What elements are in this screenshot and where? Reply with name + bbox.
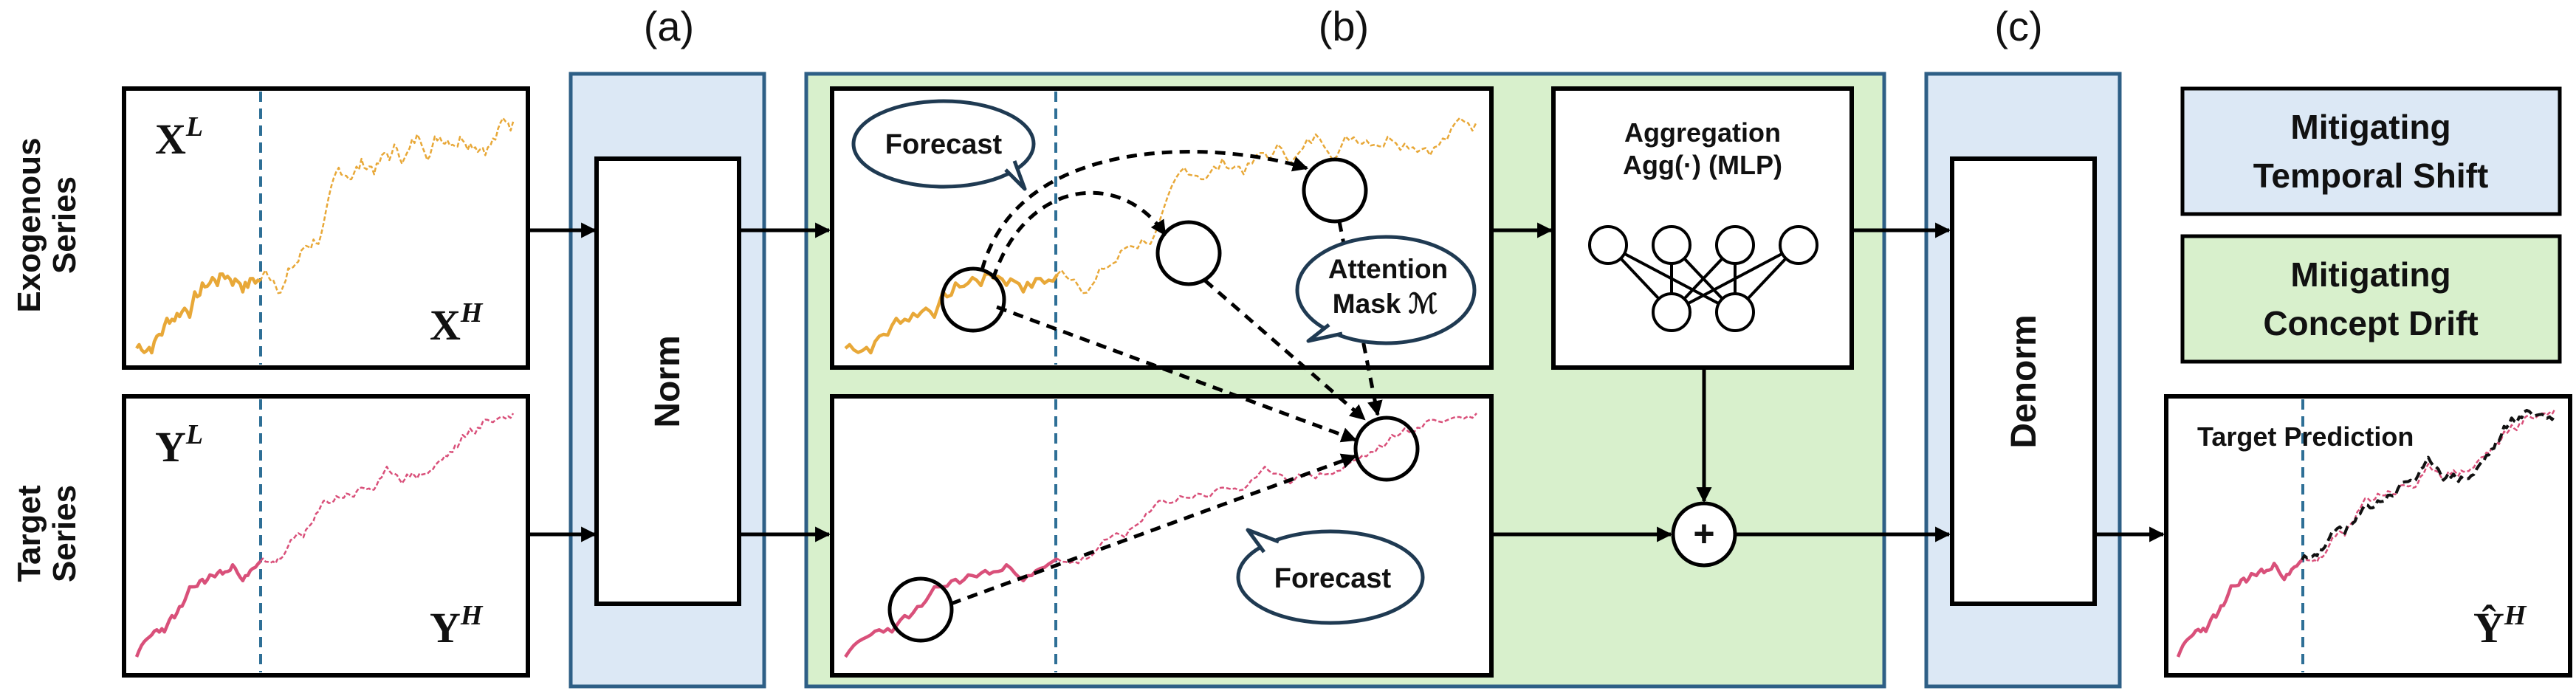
row-label-exogenous: Exogenous Series bbox=[11, 137, 83, 312]
svg-text:Attention: Attention bbox=[1328, 254, 1448, 284]
forecast-bubble-top: Forecast bbox=[851, 99, 1036, 192]
svg-text:Exogenous: Exogenous bbox=[11, 137, 47, 312]
legend-temporal-shift bbox=[2180, 86, 2562, 216]
aggregation-subtitle: Agg(·) (MLP) bbox=[1623, 150, 1782, 180]
svg-text:Forecast: Forecast bbox=[1274, 563, 1392, 594]
attention-circle-3 bbox=[1302, 157, 1368, 224]
panel-exogenous-history-line bbox=[844, 272, 1059, 355]
symbol-y-h: YH bbox=[430, 600, 484, 652]
target-future-line bbox=[259, 413, 515, 565]
target-history-line bbox=[134, 559, 262, 658]
svg-text:Series: Series bbox=[47, 176, 83, 274]
exogenous-series-box bbox=[122, 86, 530, 370]
row-label-target: Target Series bbox=[11, 485, 83, 582]
symbol-x-h: XH bbox=[430, 297, 484, 349]
attention-circle-target bbox=[1353, 416, 1420, 482]
attention-circle-query bbox=[887, 576, 954, 643]
attention-mask-bubble: Attention Mask ℳ bbox=[1295, 235, 1477, 345]
prediction-target-future-line bbox=[2301, 409, 2556, 563]
legend-concept-line2: Concept Drift bbox=[2263, 304, 2478, 342]
target-forecast-box bbox=[830, 394, 1494, 678]
exogenous-future-line bbox=[259, 117, 515, 294]
symbol-x-l: XL bbox=[155, 111, 203, 163]
sum-node bbox=[1671, 501, 1737, 568]
header-b: (b) bbox=[1319, 3, 1369, 49]
attention-circle-2 bbox=[1155, 220, 1222, 286]
header-c: (c) bbox=[1994, 3, 2042, 49]
header-a: (a) bbox=[644, 3, 694, 49]
svg-text:Forecast: Forecast bbox=[885, 129, 1003, 160]
target-prediction-title: Target Prediction bbox=[2197, 421, 2414, 452]
legend-concept-line1: Mitigating bbox=[2290, 255, 2450, 294]
svg-text:Mask ℳ: Mask ℳ bbox=[1333, 289, 1438, 319]
svg-text:Target: Target bbox=[11, 485, 47, 582]
attention-arrow-query-to-target bbox=[950, 453, 1357, 606]
legend-concept-drift bbox=[2180, 234, 2562, 364]
target-prediction-box bbox=[2164, 394, 2572, 678]
legend-temporal-line1: Mitigating bbox=[2290, 108, 2450, 146]
norm-block bbox=[594, 156, 741, 606]
symbol-y-hat-h: ŶH bbox=[2473, 600, 2527, 652]
denorm-block bbox=[1950, 156, 2097, 606]
mlp-network bbox=[1588, 225, 1818, 332]
aggregation-title: Aggregation bbox=[1624, 117, 1781, 148]
denorm-label: Denorm bbox=[2005, 314, 2044, 448]
prediction-target-history-line bbox=[2176, 559, 2304, 658]
exogenous-history-line bbox=[135, 272, 261, 355]
attention-arrow-1-to-3 bbox=[980, 150, 1309, 271]
panel-exogenous-future-line bbox=[1057, 117, 1478, 294]
prediction-forecast-line bbox=[2300, 408, 2556, 561]
forecast-bubble-bottom: Forecast bbox=[1236, 528, 1425, 625]
sum-node-label: + bbox=[1693, 513, 1714, 554]
panel-target-future-line bbox=[1057, 413, 1477, 565]
norm-label: Norm bbox=[648, 335, 687, 427]
attention-arrow-1-to-2 bbox=[991, 190, 1167, 280]
target-series-box bbox=[122, 394, 530, 678]
attention-circle-1 bbox=[940, 266, 1006, 333]
symbol-y-l: YL bbox=[155, 419, 203, 471]
svg-text:Series: Series bbox=[47, 485, 83, 582]
legend-temporal-line2: Temporal Shift bbox=[2253, 156, 2489, 195]
